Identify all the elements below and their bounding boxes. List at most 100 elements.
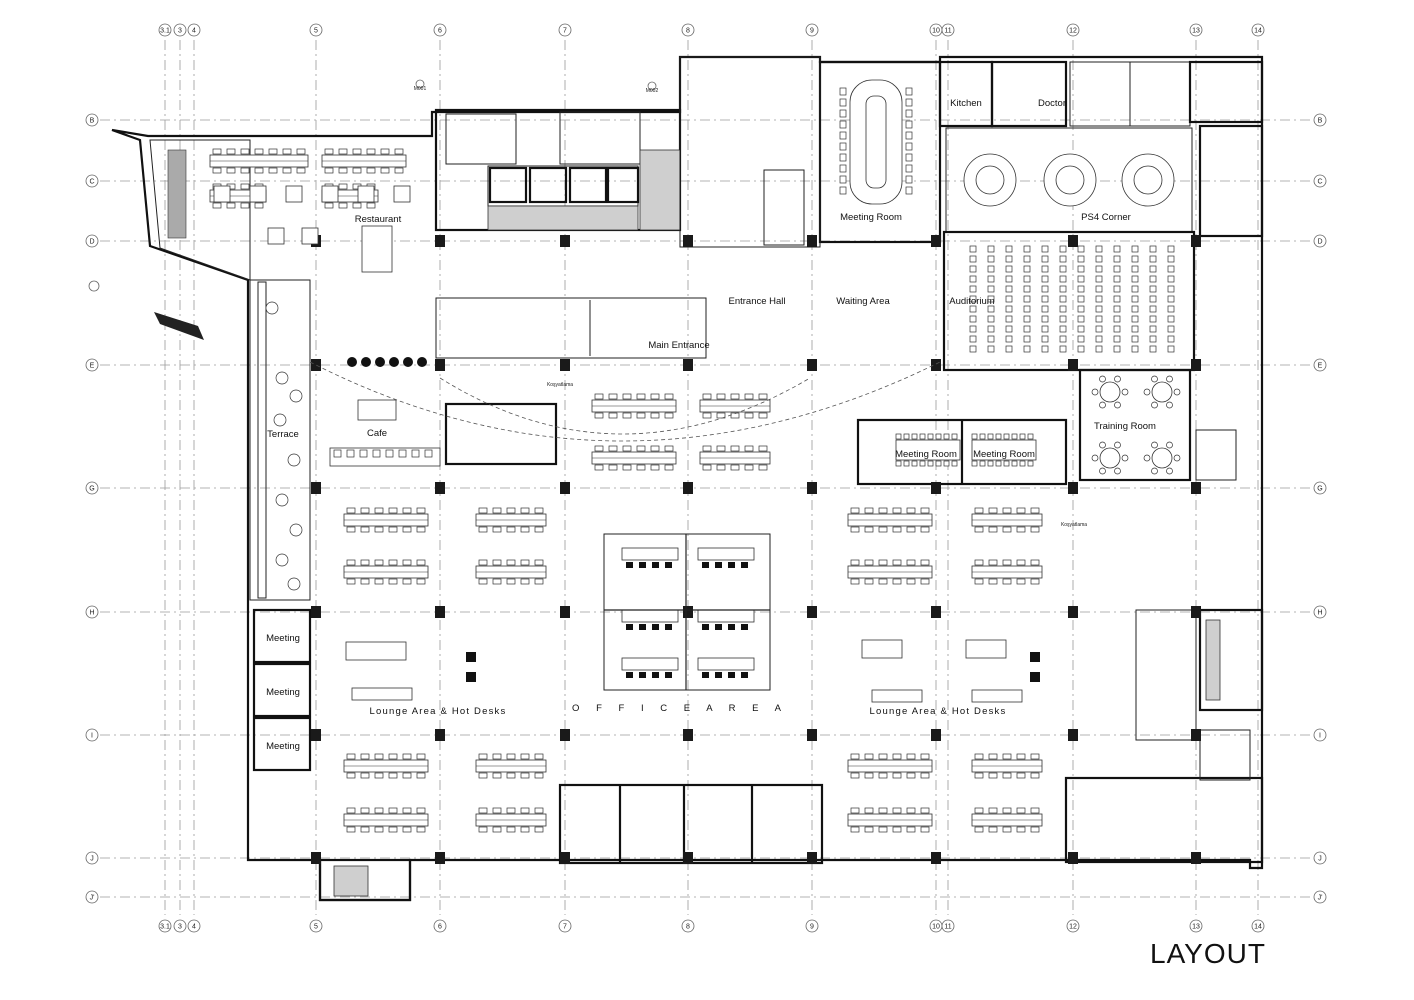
structural-column [807,852,817,864]
grid-label-row-H: H [89,609,94,616]
label-training-room: Training Room [1094,421,1156,432]
label-entrance-hall: Entrance Hall [728,296,785,307]
structural-column [1068,852,1078,864]
structural-column [931,235,941,247]
structural-column [683,235,693,247]
grid-label-row-C: C [1317,178,1322,185]
grid-label-col-10: 10 [932,27,940,34]
grid-bubble-col-11 [941,23,955,37]
grid-bubble-col-12 [1066,23,1080,37]
grid-bubble-col-6 [433,919,447,933]
grid-label-row-G: G [1317,485,1322,492]
label-terrace: Terrace [267,429,299,440]
grid-bubble-row-E [1313,358,1327,372]
grid-label-col-14: 14 [1254,27,1262,34]
grid-label-col-14: 14 [1254,923,1262,930]
structural-column [1191,359,1201,371]
grid-label-row-B: B [90,117,95,124]
desk-cluster [321,148,407,174]
label-ps4-corner: PS4 Corner [1081,212,1131,223]
office-area-workstations [604,534,770,690]
meeting-room-tables [895,433,1037,467]
label-auditorium: Auditorium [949,296,994,307]
grid-label-col-10: 10 [932,923,940,930]
ps4-pods [963,153,1175,207]
grid-label-row-J': J' [1318,894,1323,901]
grid-bubble-col-8 [681,919,695,933]
grid-label-row-I: I [1319,732,1321,739]
structural-column [1068,235,1078,247]
structural-column [807,606,817,618]
label-lounge-hot-desks-west: Lounge Area & Hot Desks [370,706,507,717]
room-labels: Restaurant Cafe Terrace Meeting Room Ent… [266,86,1156,752]
grid-label-col-8: 8 [686,27,690,34]
grid-label-col-3: 3 [178,27,182,34]
terrace-seating [265,301,303,591]
grid-label-col-12: 12 [1069,27,1077,34]
desk-cluster [343,807,429,833]
grid-label-col-3: 3 [178,923,182,930]
label-meeting-2: Meeting [266,687,300,698]
grid-bubble-col-4 [187,919,201,933]
grid-label-row-C: C [89,178,94,185]
grid-bubble-col-8 [681,23,695,37]
label-meeting-3: Meeting [266,741,300,752]
furniture [209,87,1181,833]
lounge-sofas [345,639,1040,703]
grid-label-col-3.1: 3.1 [160,923,170,930]
desk-cluster [475,753,547,779]
structural-column [435,482,445,494]
grid-label-row-B: B [1318,117,1323,124]
grid-label-col-6: 6 [438,923,442,930]
grid-label-col-13: 13 [1192,27,1200,34]
section-mark-m001: M001 [414,86,427,92]
grid-label-row-D: D [1317,238,1322,245]
grid-bubble-row-B [85,113,99,127]
grid-bubble-row-C [85,174,99,188]
label-doctor: Doctor [1038,98,1066,109]
desk-cluster [475,807,547,833]
grid-label-col-3.1: 3.1 [160,27,170,34]
structural-column [807,729,817,741]
restaurant-tables [213,185,411,273]
structural-column [683,359,693,371]
meeting-room-chairs [839,87,913,195]
grid-label-row-E: E [90,362,95,369]
desk-cluster [847,559,933,585]
grid-label-row-J: J [1318,855,1322,862]
label-meeting-room-north: Meeting Room [840,212,902,223]
grid-label-row-J: J [90,855,94,862]
structural-column [931,729,941,741]
structural-column [1191,852,1201,864]
structural-column [435,235,445,247]
grid-bubble-col-3 [173,919,187,933]
grid-bubble-col-13 [1189,23,1203,37]
desk-cluster [591,445,677,471]
structural-grid: 3.13.13344556677889910101111121213131414… [85,23,1327,933]
grid-label-row-E: E [1318,362,1323,369]
structural-column [1068,359,1078,371]
label-small-2: Koşyatlama [1061,522,1087,528]
label-meeting-room-east: Meeting Room [973,449,1035,460]
structural-column [807,235,817,247]
structural-column [560,606,570,618]
walls [111,55,1264,902]
grid-label-col-6: 6 [438,27,442,34]
section-mark-m002: M002 [646,88,659,94]
structural-column [435,606,445,618]
structural-column [1191,235,1201,247]
grid-label-row-H: H [1317,609,1322,616]
desk-cluster [209,148,309,174]
structural-column [683,729,693,741]
structural-column [435,852,445,864]
grid-bubble-row-I [85,728,99,742]
desk-cluster [699,445,771,471]
structural-column [683,606,693,618]
grid-bubble-row-C [1313,174,1327,188]
grid-bubble-col-11 [941,919,955,933]
grid-bubble-row-D [1313,234,1327,248]
desk-cluster [343,507,429,533]
grid-label-col-5: 5 [314,27,318,34]
structural-column [560,235,570,247]
grid-bubble-col-9 [805,23,819,37]
